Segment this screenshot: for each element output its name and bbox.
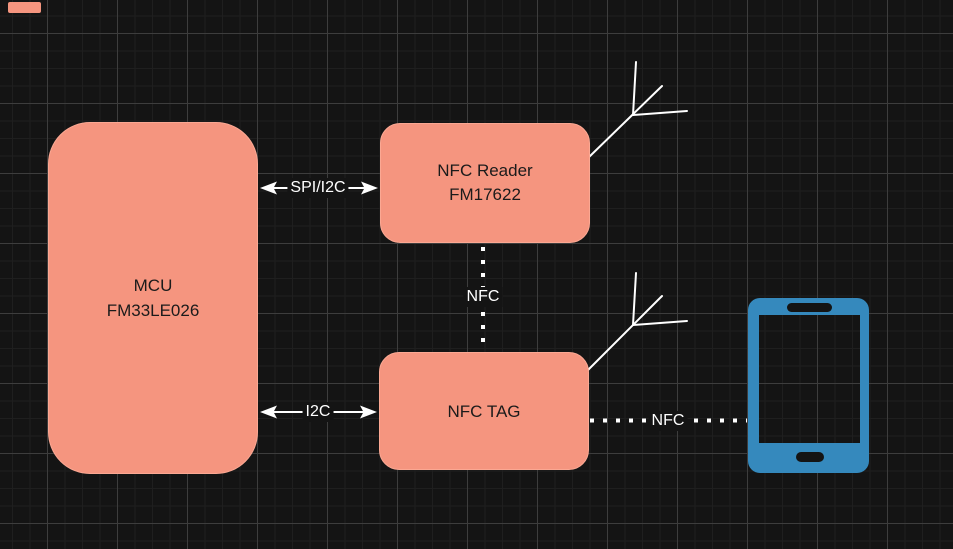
spi-i2c-label[interactable]: SPI/I2C [287,178,349,198]
i2c-label[interactable]: I2C [302,402,334,422]
mcu-label-line1: MCU [133,276,173,295]
smartphone-speaker [787,303,832,312]
nfc-reader-label-line2: FM17622 [449,185,521,204]
antenna-icon[interactable] [587,272,688,371]
nfc-reader-label-line1: NFC Reader [437,161,533,180]
antenna-icon[interactable] [587,61,688,159]
block-mcu[interactable]: MCU FM33LE026 [48,122,258,474]
block-nfc-reader[interactable]: NFC Reader FM17622 [380,123,590,243]
nfc-horizontal-label[interactable]: NFC [648,411,688,431]
block-nfc-tag[interactable]: NFC TAG [379,352,589,470]
mcu-label-line2: FM33LE026 [106,301,200,320]
clipped-shape[interactable] [8,2,41,13]
smartphone-icon[interactable] [748,298,869,473]
smartphone-home-button [796,452,824,462]
nfc-vertical-label[interactable]: NFC [463,287,503,307]
nfc-tag-label: NFC TAG [447,401,521,421]
